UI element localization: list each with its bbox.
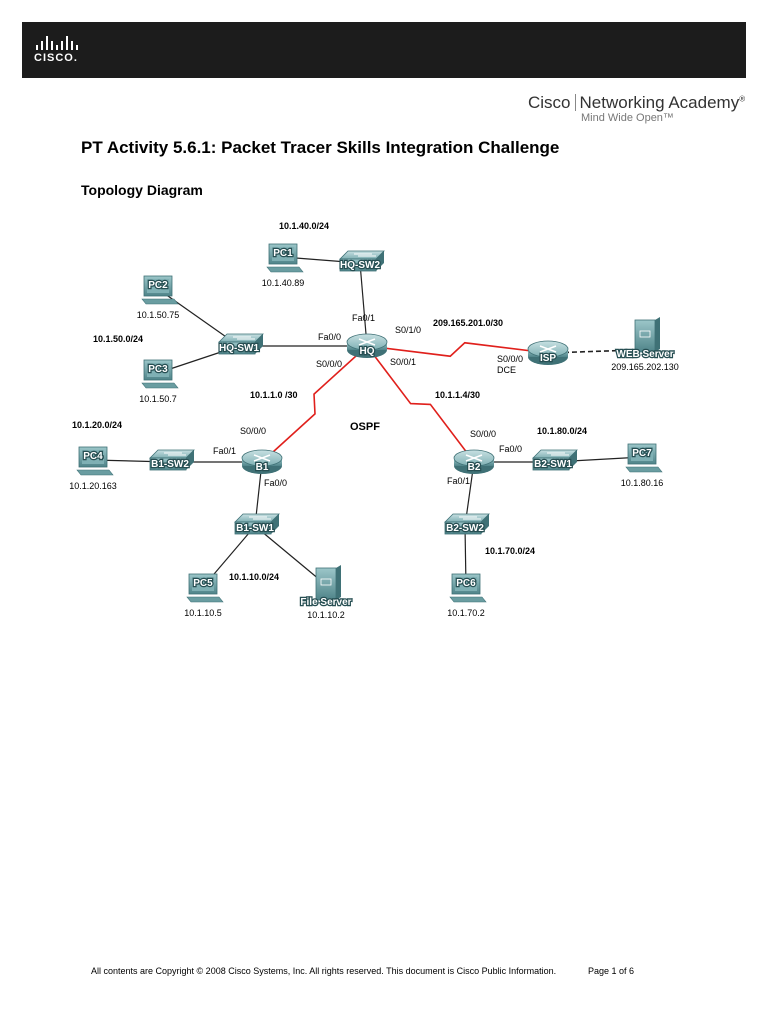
switch-label: B1-SW2 bbox=[151, 459, 189, 470]
network-label: 10.1.40.0/24 bbox=[279, 221, 329, 231]
pc-pc1-icon[interactable] bbox=[266, 243, 304, 273]
academy-tagline: Mind Wide Open™ bbox=[581, 112, 674, 124]
pc-label: PC1 bbox=[273, 248, 293, 259]
network-label: 10.1.70.0/24 bbox=[485, 546, 535, 556]
pc-label: PC7 bbox=[632, 448, 652, 459]
ethernet-link bbox=[359, 262, 368, 347]
ethernet-link-isp-web bbox=[547, 349, 636, 354]
switch-label: B1-SW1 bbox=[236, 523, 274, 534]
interface-label: S0/0/0 bbox=[497, 354, 523, 364]
pc-pc2-icon[interactable] bbox=[141, 275, 179, 305]
pc-label: PC2 bbox=[148, 280, 168, 291]
switch-b1-sw1-icon[interactable] bbox=[234, 513, 280, 535]
server-web-icon[interactable] bbox=[634, 317, 660, 353]
router-label: B2 bbox=[468, 462, 481, 473]
pc-pc5-icon[interactable] bbox=[186, 573, 224, 603]
interface-label: Fa0/1 bbox=[213, 446, 236, 456]
section-heading: Topology Diagram bbox=[81, 182, 203, 198]
pc-ip-label: 10.1.50.75 bbox=[137, 310, 180, 320]
pc-pc3-icon[interactable] bbox=[141, 359, 179, 389]
serial-link-hq-isp bbox=[366, 341, 549, 358]
server-file-icon[interactable] bbox=[315, 565, 341, 601]
router-label: HQ bbox=[360, 346, 375, 357]
router-label: ISP bbox=[540, 353, 556, 364]
pc-ip-label: 10.1.80.16 bbox=[621, 478, 664, 488]
network-label: 209.165.201.0/30 bbox=[433, 318, 503, 328]
pc-pc6-icon[interactable] bbox=[449, 573, 487, 603]
switch-label: HQ-SW1 bbox=[219, 343, 259, 354]
interface-label: S0/0/0 bbox=[240, 426, 266, 436]
routing-protocol-label: OSPF bbox=[350, 421, 380, 433]
network-label: 10.1.1.0 /30 bbox=[250, 390, 298, 400]
switch-b1-sw2-icon[interactable] bbox=[149, 449, 195, 471]
interface-label: S0/0/1 bbox=[390, 357, 416, 367]
cisco-logo-word: CISCO. bbox=[34, 52, 78, 64]
network-label: 10.1.50.0/24 bbox=[93, 334, 143, 344]
interface-label: Fa0/1 bbox=[352, 313, 375, 323]
pc-pc7-icon[interactable] bbox=[625, 443, 663, 473]
interface-label: S0/1/0 bbox=[395, 325, 421, 335]
server-ip-label: 10.1.10.2 bbox=[307, 610, 345, 620]
ethernet-link bbox=[254, 525, 327, 586]
network-label: 10.1.10.0/24 bbox=[229, 572, 279, 582]
interface-label: DCE bbox=[497, 365, 516, 375]
academy-reg: ® bbox=[739, 94, 746, 104]
cisco-bars-icon bbox=[34, 36, 94, 50]
switch-hq-sw2-icon[interactable] bbox=[339, 250, 385, 272]
switch-label: HQ-SW2 bbox=[340, 260, 380, 271]
switch-b2-sw2-icon[interactable] bbox=[444, 513, 490, 535]
pc-pc4-icon[interactable] bbox=[76, 446, 114, 476]
pc-label: PC3 bbox=[148, 364, 168, 375]
switch-b2-sw1-icon[interactable] bbox=[532, 449, 578, 471]
interface-label: S0/0/0 bbox=[316, 359, 342, 369]
router-hq-icon[interactable] bbox=[346, 333, 388, 358]
pc-ip-label: 10.1.10.5 bbox=[184, 608, 222, 618]
header-bar: CISCO. bbox=[22, 22, 746, 78]
academy-logo: Cisco Networking Academy® Mind Wide Open™ bbox=[528, 93, 748, 129]
cisco-logo: CISCO. bbox=[34, 36, 94, 66]
server-label: File Server bbox=[300, 597, 351, 608]
router-label: B1 bbox=[256, 462, 269, 473]
network-label: 10.1.80.0/24 bbox=[537, 426, 587, 436]
serial-link-hq-b1 bbox=[261, 345, 368, 463]
footer-page: Page 1 of 6 bbox=[588, 966, 635, 976]
pc-ip-label: 10.1.70.2 bbox=[447, 608, 485, 618]
interface-label: Fa0/1 bbox=[447, 476, 470, 486]
interface-label: S0/0/0 bbox=[470, 429, 496, 439]
pc-ip-label: 10.1.50.7 bbox=[139, 394, 177, 404]
document-title: PT Activity 5.6.1: Packet Tracer Skills … bbox=[81, 138, 560, 157]
serial-link-hq-b2 bbox=[366, 345, 475, 463]
router-b1-icon[interactable] bbox=[241, 449, 283, 474]
router-isp-icon[interactable] bbox=[527, 340, 569, 365]
pc-label: PC6 bbox=[456, 578, 476, 589]
pc-label: PC4 bbox=[83, 451, 103, 462]
academy-brand-right: Networking Academy bbox=[579, 93, 740, 112]
switch-label: B2-SW2 bbox=[446, 523, 484, 534]
server-ip-label: 209.165.202.130 bbox=[611, 362, 679, 372]
pc-label: PC5 bbox=[193, 578, 213, 589]
network-label: 10.1.1.4/30 bbox=[435, 390, 480, 400]
footer-copyright: All contents are Copyright © 2008 Cisco … bbox=[91, 966, 557, 976]
pc-ip-label: 10.1.40.89 bbox=[262, 278, 305, 288]
labels: 10.1.40.89 10.1.50.75 10.1.50.7 10.1.20.163… bbox=[69, 221, 679, 620]
academy-brand-left: Cisco bbox=[528, 93, 571, 112]
interface-label: Fa0/0 bbox=[499, 444, 522, 454]
interface-label: Fa0/0 bbox=[264, 478, 287, 488]
switch-hq-sw1-icon[interactable] bbox=[218, 333, 264, 355]
network-label: 10.1.20.0/24 bbox=[72, 420, 122, 430]
interface-label: Fa0/0 bbox=[318, 332, 341, 342]
server-label: WEB Server bbox=[616, 349, 673, 360]
switch-label: B2-SW1 bbox=[534, 459, 572, 470]
pc-ip-label: 10.1.20.163 bbox=[69, 481, 117, 491]
router-b2-icon[interactable] bbox=[453, 449, 495, 474]
